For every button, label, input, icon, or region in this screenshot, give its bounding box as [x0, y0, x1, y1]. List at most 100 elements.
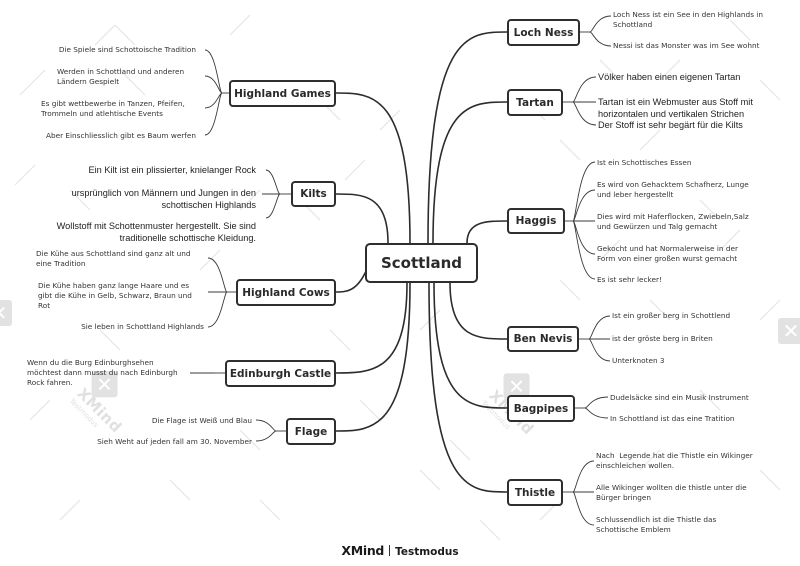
subtopic[interactable]: Unterknoten 3: [612, 356, 665, 365]
watermark-logo: ✕: [773, 313, 800, 350]
topic-bagpipes[interactable]: Bagpipes: [507, 395, 575, 422]
subtopic[interactable]: Ein Kilt ist ein plissierter, knielanger…: [88, 165, 257, 175]
topic-highland-games[interactable]: Highland Games: [229, 80, 336, 107]
subtopic[interactable]: Die Kühe haben ganz lange Haare und es g…: [38, 281, 192, 310]
subtopic[interactable]: Loch Ness ist ein See in den Highlands i…: [613, 10, 763, 29]
topic-label: Highland Games: [234, 87, 331, 100]
branch-connector: [335, 92, 411, 244]
topic-tartan[interactable]: Tartan: [507, 89, 563, 116]
subtopic-connector: [572, 220, 596, 255]
watermark-stroke: [329, 329, 351, 351]
subtopic[interactable]: Schlussendlich ist die Thistle das Schot…: [596, 515, 717, 534]
subtopic[interactable]: Es wird von Gehacktem Schafherz, Lunge u…: [597, 180, 749, 199]
watermark-stroke: [29, 399, 51, 421]
subtopic[interactable]: ist der gröste berg in Briten: [612, 334, 713, 343]
subtopic[interactable]: Dies wird mit Haferflocken, Zwiebeln,Sal…: [597, 212, 749, 231]
subtopic-connector: [589, 15, 612, 33]
subtopic-connector: [572, 460, 595, 493]
subtopic-connector: [265, 169, 281, 195]
watermark-stroke: [759, 299, 781, 321]
topic-flage[interactable]: Flage: [286, 418, 336, 445]
watermark-stroke: [259, 499, 281, 521]
subtopic[interactable]: Werden in Schottland und anderen Ländern…: [57, 67, 185, 86]
topic-thistle[interactable]: Thistle: [507, 479, 563, 506]
topic-label: Tartan: [516, 96, 554, 109]
watermark-stroke: [479, 519, 501, 541]
subtopic-connector: [584, 396, 609, 409]
watermark-stroke: [759, 79, 781, 101]
topic-loch-ness[interactable]: Loch Ness: [507, 19, 580, 46]
subtopic[interactable]: Nach Legende hat die Thistle ein Wikinge…: [596, 451, 753, 470]
subtopic[interactable]: Sie leben in Schottland Highlands: [81, 322, 204, 331]
topic-label: Kilts: [300, 188, 327, 200]
subtopic-connector: [572, 161, 596, 222]
watermark-stroke: [94, 24, 116, 46]
subtopic-connector: [588, 315, 611, 340]
brand-logo: XMind: [341, 543, 385, 558]
subtopic[interactable]: In Schottland ist das eine Tratition: [610, 414, 735, 423]
subtopic[interactable]: ursprünglich von Männern und Jungen in d…: [71, 188, 256, 210]
subtopic[interactable]: Ist ein großer berg in Schottlend: [612, 311, 731, 320]
watermark-stroke: [449, 439, 471, 461]
subtopic[interactable]: Es ist sehr lecker!: [597, 275, 662, 284]
watermark-stroke: [229, 14, 251, 36]
subtopic-connector: [255, 430, 277, 442]
topic-kilts[interactable]: Kilts: [291, 181, 336, 207]
branch-connector: [449, 282, 508, 340]
watermark-stroke: [344, 159, 366, 181]
subtopic[interactable]: Gekocht und hat Normalerweise in der For…: [597, 244, 738, 263]
subtopic-connector: [207, 257, 228, 293]
subtopic[interactable]: Die Kühe aus Schottland sind ganz alt un…: [36, 249, 191, 268]
topic-ben-nevis[interactable]: Ben Nevis: [507, 326, 579, 352]
subtopic[interactable]: Der Stoff ist sehr begärt für die Kilts: [598, 120, 743, 130]
branch-connector: [335, 282, 408, 374]
subtopic[interactable]: Die Spiele sind Schottoische Tradition: [58, 45, 196, 54]
subtopic[interactable]: Völker haben einen eigenen Tartan: [598, 72, 741, 82]
topic-highland-cows[interactable]: Highland Cows: [236, 279, 336, 306]
watermark-stroke: [359, 399, 381, 421]
topic-edinburgh-castle[interactable]: Edinburgh Castle: [225, 360, 336, 387]
branch-connector: [432, 101, 508, 244]
subtopic-connector: [572, 491, 595, 526]
topic-label: Ben Nevis: [513, 333, 573, 345]
subtopic[interactable]: Wollstoff mit Schottenmuster hergestellt…: [56, 221, 256, 243]
subtopic-connector: [572, 220, 596, 280]
subtopic-connector: [204, 92, 223, 109]
subtopic-connector: [588, 338, 611, 362]
subtopic[interactable]: Sieh Weht auf jeden fall am 30. November: [97, 437, 252, 446]
watermark-stroke: [419, 469, 441, 491]
watermark-stroke: [59, 499, 81, 521]
subtopic[interactable]: Es gibt wettbewerbe in Tanzen, Pfeifen, …: [41, 99, 185, 118]
subtopic[interactable]: Tartan ist ein Webmuster aus Stoff mit h…: [598, 97, 753, 119]
x-logo-icon: ✕: [0, 300, 13, 326]
watermark-stroke: [169, 479, 191, 501]
branch-connector: [466, 220, 508, 244]
subtopic[interactable]: Alle Wikinger wollten die thistle unter …: [596, 483, 747, 502]
topic-label: Edinburgh Castle: [229, 367, 332, 380]
subtopic[interactable]: Die Flage ist Weiß und Blau: [151, 416, 252, 425]
topic-label: Highland Cows: [242, 286, 330, 299]
divider: [389, 545, 391, 556]
central-topic-label: Scottland: [380, 254, 463, 272]
branch-connector: [428, 282, 508, 493]
subtopic[interactable]: Wenn du die Burg Edinburghsehen möchtest…: [27, 358, 178, 387]
central-topic[interactable]: Scottland: [365, 243, 478, 283]
watermark-stroke: [199, 249, 221, 271]
watermark-stroke: [559, 279, 581, 301]
subtopic-connector: [255, 419, 277, 432]
subtopic[interactable]: Dudelsäcke sind ein Musik Instrument: [610, 393, 749, 402]
watermark-stroke: [759, 469, 781, 491]
topic-label: Bagpipes: [513, 402, 569, 415]
topic-label: Haggis: [515, 215, 557, 227]
subtopic[interactable]: Nessi ist das Monster was im See wohnt: [613, 41, 760, 50]
subtopic[interactable]: Ist ein Schottisches Essen: [597, 158, 692, 167]
branch-connector: [335, 268, 368, 293]
subtopic-connector: [572, 101, 597, 126]
topic-label: Thistle: [514, 486, 556, 499]
topic-haggis[interactable]: Haggis: [507, 208, 565, 234]
branch-connector: [335, 282, 411, 432]
branch-connector: [427, 31, 508, 244]
subtopic[interactable]: Aber Einschliesslich gibt es Baum werfen: [45, 131, 196, 140]
